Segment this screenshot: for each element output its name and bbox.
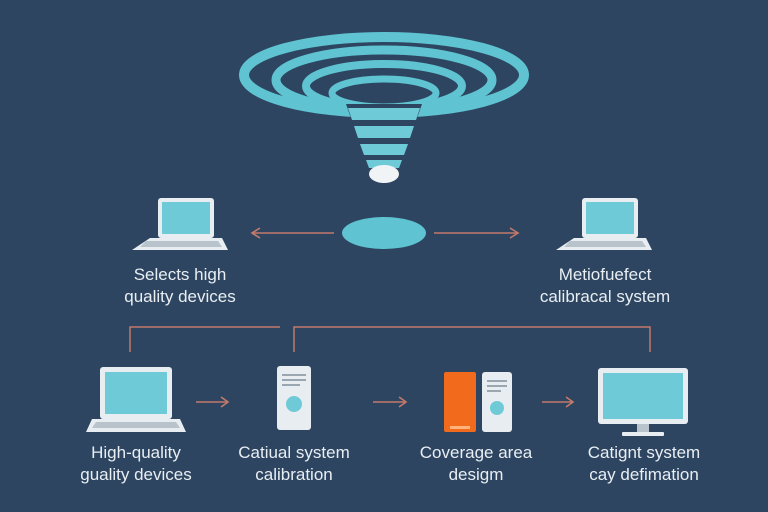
label-step-4-line1: Catignt system	[587, 443, 701, 462]
label-step-3-line1: Coverage area	[419, 443, 533, 462]
hub-arrow-left	[250, 227, 334, 239]
laptop-icon-top-left	[132, 198, 228, 250]
label-top-right-line1: Metiofuefect	[558, 265, 652, 284]
label-top-right-line2: calibracal system	[539, 287, 671, 306]
laptop-icon-top-right	[556, 198, 652, 250]
server-tower-icon	[277, 366, 311, 430]
label-step-3-line2: desigm	[448, 465, 504, 484]
label-step-2-line1: Catiual system	[238, 443, 350, 462]
label-step-4: Catignt system cay defimation	[572, 442, 716, 486]
connector-lines	[129, 326, 651, 352]
label-step-3: Coverage area desigm	[404, 442, 548, 486]
label-step-2-line2: calibration	[255, 465, 333, 484]
hub-disc	[342, 217, 426, 249]
label-top-left: Selects high quality devices	[110, 264, 250, 308]
hub-arrow-right	[434, 227, 520, 239]
label-step-1-line1: High-quality	[91, 443, 181, 462]
label-step-2: Catiual system calibration	[224, 442, 364, 486]
label-step-1-line2: guality devices	[80, 465, 192, 484]
step-arrow-3	[542, 396, 575, 408]
coverage-devices-icon	[444, 372, 512, 432]
monitor-icon	[598, 368, 688, 436]
step-arrow-1	[196, 396, 230, 408]
label-step-1: High-quality guality devices	[66, 442, 206, 486]
label-top-left-line2: quality devices	[124, 287, 236, 306]
laptop-icon-step-1	[86, 367, 186, 432]
label-top-right: Metiofuefect calibracal system	[520, 264, 690, 308]
step-arrow-2	[373, 396, 408, 408]
label-top-left-line1: Selects high	[133, 265, 227, 284]
wifi-signal-icon	[239, 32, 529, 183]
label-step-4-line2: cay defimation	[589, 465, 699, 484]
